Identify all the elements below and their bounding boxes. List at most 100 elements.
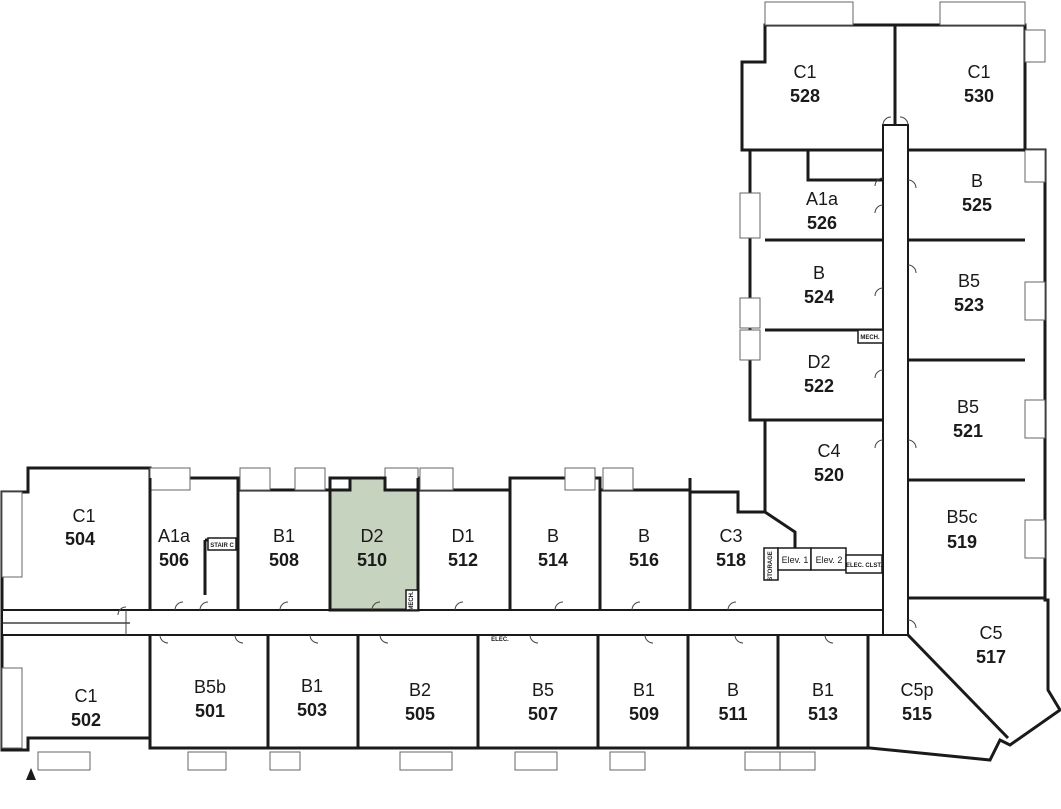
- svg-text:511: 511: [718, 704, 747, 724]
- svg-text:C3: C3: [719, 526, 742, 546]
- elev-1-label: Elev. 1: [782, 555, 809, 565]
- corridor-horizontal: [1, 609, 884, 636]
- mech-522-label: MECH.: [860, 335, 880, 341]
- svg-text:B: B: [971, 171, 983, 191]
- svg-text:530: 530: [964, 86, 994, 106]
- svg-text:510: 510: [357, 550, 387, 570]
- svg-text:519: 519: [947, 532, 977, 552]
- storage-label: STORAGE: [768, 551, 774, 581]
- elec-clst-label: ELEC. CLST.: [846, 563, 882, 569]
- svg-text:B1: B1: [273, 526, 295, 546]
- svg-text:508: 508: [269, 550, 299, 570]
- svg-text:C1: C1: [793, 62, 816, 82]
- svg-text:509: 509: [629, 704, 659, 724]
- corridor-vertical: [882, 124, 909, 636]
- svg-text:B5: B5: [532, 680, 554, 700]
- svg-text:512: 512: [448, 550, 478, 570]
- door-swings: [117, 116, 917, 644]
- svg-text:B1: B1: [812, 680, 834, 700]
- svg-text:515: 515: [902, 704, 932, 724]
- svg-text:B: B: [547, 526, 559, 546]
- svg-text:506: 506: [159, 550, 189, 570]
- service-rooms: [207, 329, 884, 611]
- svg-text:B1: B1: [301, 676, 323, 696]
- svg-text:C4: C4: [817, 441, 840, 461]
- svg-text:C1: C1: [72, 506, 95, 526]
- svg-text:520: 520: [814, 465, 844, 485]
- svg-text:A1a: A1a: [158, 526, 191, 546]
- svg-text:528: 528: [790, 86, 820, 106]
- svg-text:B: B: [813, 263, 825, 283]
- svg-text:523: 523: [954, 295, 984, 315]
- svg-text:507: 507: [528, 704, 558, 724]
- unit-510-highlight[interactable]: [328, 476, 420, 612]
- svg-text:B5c: B5c: [946, 507, 977, 527]
- svg-text:B5b: B5b: [194, 677, 226, 697]
- svg-text:514: 514: [538, 550, 568, 570]
- svg-text:B: B: [727, 680, 739, 700]
- svg-text:522: 522: [804, 376, 834, 396]
- svg-text:521: 521: [953, 421, 983, 441]
- svg-text:503: 503: [297, 700, 327, 720]
- unit-511[interactable]: B 511: [718, 680, 747, 724]
- unit-514[interactable]: B 514: [538, 526, 568, 570]
- svg-text:505: 505: [405, 704, 435, 724]
- svg-text:502: 502: [71, 710, 101, 730]
- svg-text:D2: D2: [807, 352, 830, 372]
- mech-510-label: MECH.: [409, 591, 415, 611]
- svg-text:B5: B5: [958, 271, 980, 291]
- svg-text:518: 518: [716, 550, 746, 570]
- unit-524[interactable]: B 524: [804, 263, 834, 307]
- elec-label: ELEC.: [491, 637, 509, 643]
- svg-text:D2: D2: [360, 526, 383, 546]
- svg-text:C1: C1: [74, 686, 97, 706]
- svg-text:526: 526: [807, 213, 837, 233]
- svg-text:501: 501: [195, 701, 225, 721]
- svg-text:C1: C1: [967, 62, 990, 82]
- stair-c-label: STAIR C: [210, 543, 234, 549]
- svg-text:B5: B5: [957, 397, 979, 417]
- windows: [1, 1, 1046, 771]
- svg-text:B1: B1: [633, 680, 655, 700]
- svg-text:A1a: A1a: [806, 189, 839, 209]
- unit-516[interactable]: B 516: [629, 526, 659, 570]
- svg-text:B: B: [638, 526, 650, 546]
- svg-text:517: 517: [976, 647, 1006, 667]
- svg-text:525: 525: [962, 195, 992, 215]
- svg-text:516: 516: [629, 550, 659, 570]
- svg-text:D1: D1: [451, 526, 474, 546]
- svg-text:C5p: C5p: [900, 680, 933, 700]
- svg-text:513: 513: [808, 704, 838, 724]
- svg-text:524: 524: [804, 287, 834, 307]
- svg-text:B2: B2: [409, 680, 431, 700]
- svg-text:C5: C5: [979, 623, 1002, 643]
- svg-text:504: 504: [65, 529, 95, 549]
- unit-525[interactable]: B 525: [962, 171, 992, 215]
- elev-2-label: Elev. 2: [816, 555, 843, 565]
